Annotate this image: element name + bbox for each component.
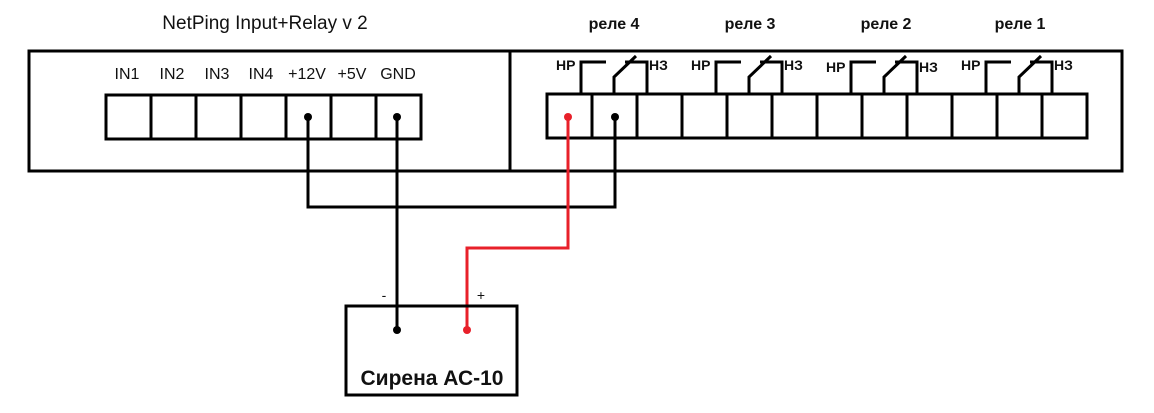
input-label-12v: +12V bbox=[288, 66, 326, 83]
relay-1-label: реле 1 bbox=[995, 16, 1046, 33]
relay-3-contact-symbol: НР НЗ bbox=[691, 54, 803, 94]
wire-relay4-no-to-siren-plus bbox=[465, 117, 570, 330]
relay-4-no-contact bbox=[579, 60, 606, 94]
relay-4-label: реле 4 bbox=[589, 16, 640, 33]
relay-4-contact-symbol: НР НЗ bbox=[556, 54, 668, 94]
terminal-relay2-nc bbox=[905, 92, 954, 140]
wire-12v-to-relay4-common bbox=[306, 117, 617, 209]
siren-dot-minus bbox=[393, 326, 401, 334]
device-title: NetPing Input+Relay v 2 bbox=[162, 13, 367, 34]
siren-plus-label: + bbox=[477, 287, 485, 303]
relay-1-no-label: НР bbox=[961, 57, 980, 73]
input-label-gnd: GND bbox=[380, 66, 416, 83]
relay-2-nc-label: НЗ bbox=[919, 59, 938, 75]
terminal-in1 bbox=[104, 93, 153, 141]
terminal-relay1-no bbox=[950, 92, 999, 140]
relay-1-no-contact bbox=[984, 60, 1011, 94]
relay-2-no-contact bbox=[849, 60, 876, 94]
relay-2-nc-contact bbox=[895, 60, 919, 94]
relay-module-housing bbox=[508, 49, 1124, 173]
relay-terminal-block bbox=[545, 92, 1089, 140]
terminal-relay2-com bbox=[860, 92, 909, 140]
terminal-in2 bbox=[149, 93, 198, 141]
relay-3-no-label: НР bbox=[691, 57, 710, 73]
terminal-in4 bbox=[239, 93, 288, 141]
terminal-relay1-com bbox=[995, 92, 1044, 140]
terminal-relay1-nc bbox=[1040, 92, 1089, 140]
siren-dot-plus bbox=[463, 326, 471, 334]
relay-2-label: реле 2 bbox=[861, 16, 912, 33]
relay-4-no-label: НР bbox=[556, 57, 575, 73]
input-label-in2: IN2 bbox=[160, 66, 185, 83]
relay-3-nc-label: НЗ bbox=[784, 57, 803, 73]
siren-label: Сирена АС-10 bbox=[361, 367, 504, 390]
terminal-relay3-nc bbox=[770, 92, 819, 140]
terminal-relay2-no bbox=[815, 92, 864, 140]
relay-2-contact-symbol: НР НЗ bbox=[826, 54, 938, 94]
input-label-in3: IN3 bbox=[205, 66, 230, 83]
relay-3-label: реле 3 bbox=[725, 16, 776, 33]
relay-3-nc-contact bbox=[760, 60, 784, 94]
relay-1-contact-symbol: НР НЗ bbox=[961, 54, 1073, 94]
terminal-dot-12v bbox=[304, 113, 312, 121]
relay-4-nc-contact bbox=[625, 60, 649, 94]
terminal-5v bbox=[329, 93, 378, 141]
terminal-dot-gnd bbox=[393, 113, 401, 121]
relay-2-no-label: НР bbox=[826, 59, 845, 75]
relay-4-nc-label: НЗ bbox=[649, 57, 668, 73]
terminal-in3 bbox=[194, 93, 243, 141]
relay-1-nc-label: НЗ bbox=[1054, 57, 1073, 73]
relay-3-no-contact bbox=[714, 60, 741, 94]
terminal-relay3-no bbox=[680, 92, 729, 140]
relay-1-nc-contact bbox=[1030, 60, 1054, 94]
input-label-in4: IN4 bbox=[249, 66, 274, 83]
terminal-relay3-com bbox=[725, 92, 774, 140]
input-label-5v: +5V bbox=[338, 66, 367, 83]
terminal-relay4-nc bbox=[635, 92, 684, 140]
terminal-dot-relay4-no bbox=[564, 113, 572, 121]
siren-minus-label: - bbox=[382, 287, 387, 303]
siren-box bbox=[344, 304, 519, 397]
input-label-in1: IN1 bbox=[115, 66, 140, 83]
input-terminal-block bbox=[104, 93, 423, 141]
terminal-dot-relay4-com bbox=[611, 113, 619, 121]
input-labels: IN1 IN2 IN3 IN4 +12V +5V GND bbox=[115, 66, 416, 83]
